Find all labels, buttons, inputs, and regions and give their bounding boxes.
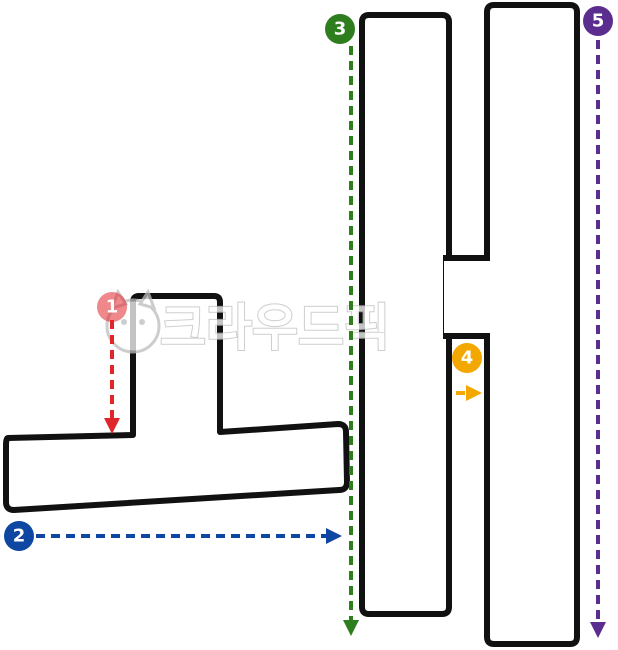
- watermark: 크라우드픽: [105, 288, 391, 358]
- stroke-badge-5: [583, 6, 613, 36]
- stroke-guide-1: 1: [97, 292, 127, 434]
- stroke-number-2: 2: [13, 526, 26, 547]
- stroke-number-1: 1: [106, 297, 119, 318]
- stroke-guide-4: 4: [452, 343, 482, 401]
- stroke-badge-3: [325, 14, 355, 44]
- watermark-text: 크라우드픽: [160, 299, 390, 357]
- stroke-badge-4: [452, 343, 482, 373]
- stroke-guide-2: 2: [4, 521, 342, 551]
- stroke-guide-3: 3: [325, 14, 359, 636]
- stroke-number-4: 4: [461, 348, 474, 369]
- glyph-part-ae-right: [484, 2, 580, 647]
- stroke-guide-5: 5: [583, 6, 613, 638]
- glyph-part-nieun: [3, 293, 350, 513]
- stroke-number-5: 5: [592, 11, 605, 32]
- glyph-part-ae-left: [359, 12, 452, 617]
- stroke-badge-1: [97, 292, 127, 322]
- stroke-badge-2: [4, 521, 34, 551]
- stroke-number-3: 3: [334, 19, 347, 40]
